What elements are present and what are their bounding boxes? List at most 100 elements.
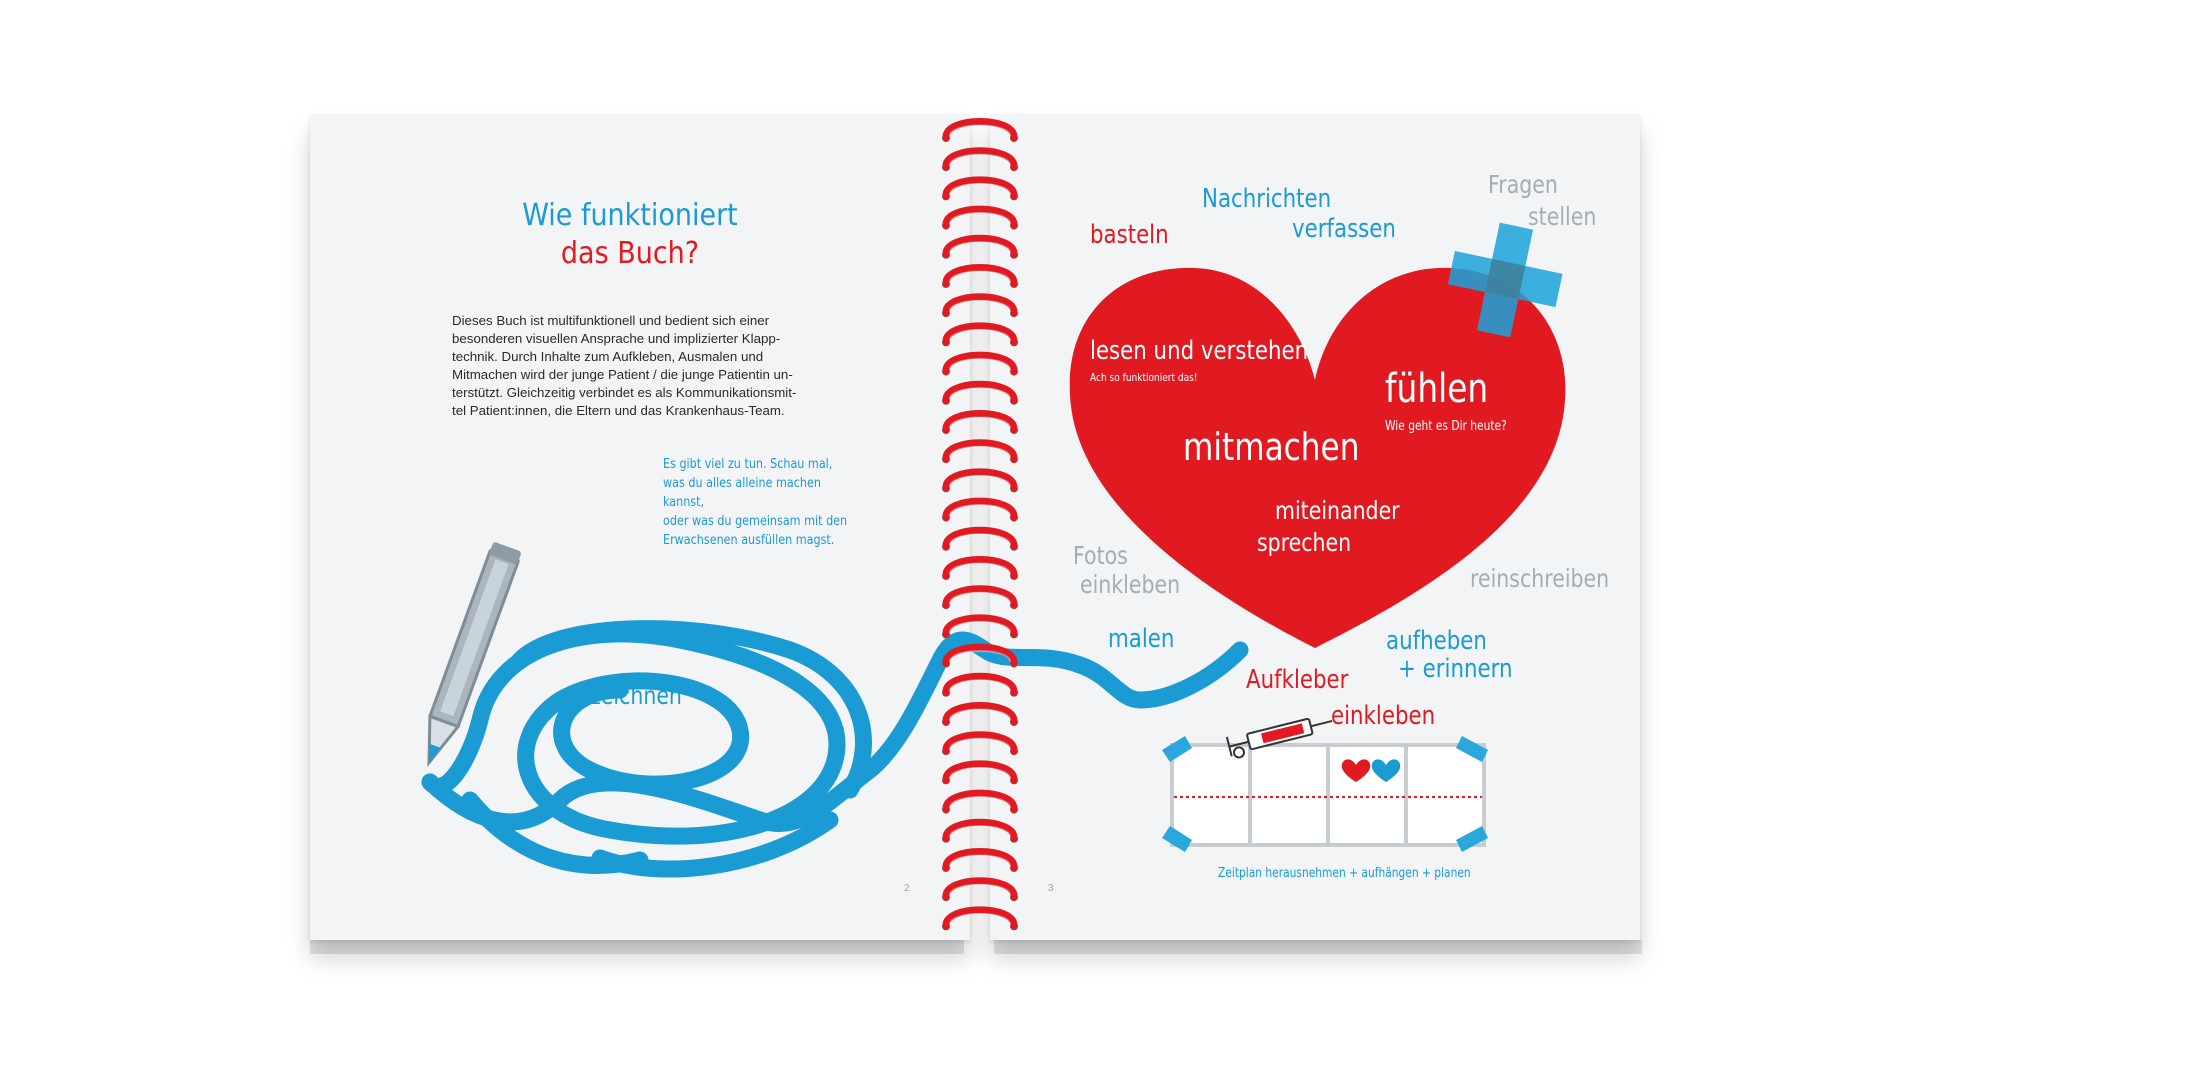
- timetable-illustration: [1162, 736, 1488, 852]
- spiral-ring-highlight: [949, 766, 1011, 779]
- spiral-ring: [942, 410, 1018, 434]
- spiral-ring: [942, 497, 1018, 522]
- spiral-ring: [942, 205, 1018, 230]
- page-title-line1: Wie funktioniert: [522, 198, 738, 233]
- intro-line: technik. Durch Inhalte zum Aufkleben, Au…: [452, 349, 764, 364]
- spiral-ring-highlight: [949, 796, 1011, 808]
- spiral-ring-highlight: [949, 912, 1011, 925]
- label-erinnern: + erinnern: [1398, 654, 1513, 684]
- spiral-ring-highlight: [949, 445, 1011, 458]
- spiral-ring: [942, 380, 1018, 405]
- spiral-ring-highlight: [949, 504, 1011, 516]
- spiral-ring: [942, 906, 1018, 930]
- intro-line: besonderen visuellen Ansprache und impli…: [452, 331, 781, 346]
- spiral-ring-highlight: [949, 212, 1011, 224]
- hint-line: Es gibt viel zu tun. Schau mal,: [663, 457, 833, 472]
- spiral-ring: [942, 643, 1018, 668]
- label-malen: malen: [1108, 624, 1175, 654]
- spiral-ring-highlight: [949, 299, 1011, 312]
- spiral-ring: [942, 439, 1018, 463]
- spiral-ring-highlight: [949, 825, 1011, 838]
- page-number-right: 3: [1048, 883, 1054, 894]
- spiral-ring-highlight: [949, 124, 1011, 137]
- spiral-ring-highlight: [949, 358, 1011, 370]
- label-nachrichten: Nachrichten: [1202, 184, 1332, 214]
- intro-line: terstützt. Gleichzeitig verbindet es als…: [452, 385, 797, 400]
- spiral-ring: [942, 264, 1018, 288]
- label-fragen: Fragen: [1488, 170, 1558, 199]
- left-page: [310, 114, 970, 940]
- spiral-ring: [942, 614, 1018, 638]
- spiral-ring: [942, 147, 1018, 171]
- spiral-ring: [942, 731, 1018, 755]
- spiral-ring-highlight: [949, 650, 1011, 662]
- page-title-line2: das Buch?: [560, 236, 700, 271]
- spiral-ring: [942, 118, 1018, 142]
- spiral-ring-highlight: [949, 328, 1011, 341]
- spiral-ring: [942, 468, 1018, 492]
- intro-paragraph: Dieses Buch ist multifunktionell und bed…: [452, 312, 804, 420]
- spiral-ring-highlight: [949, 416, 1011, 429]
- scribble-line: [421, 620, 1249, 878]
- spiral-ring: [942, 351, 1018, 376]
- hint-line: was du alles alleine machen kannst,: [663, 476, 821, 510]
- spiral-ring: [942, 672, 1018, 697]
- label-aufkleber: Aufkleber: [1246, 665, 1349, 695]
- syringe-icon: [1225, 717, 1333, 759]
- spiral-ring-highlight: [949, 153, 1011, 166]
- spiral-ring-highlight: [949, 620, 1011, 633]
- plaster-cross-icon: [1447, 222, 1563, 338]
- label-mitmachen: mitmachen: [1183, 425, 1360, 469]
- spiral-ring-highlight: [949, 679, 1011, 692]
- left-page-edge: [310, 940, 964, 954]
- label-zeitplan: Zeitplan herausnehmen + aufhängen + plan…: [1218, 866, 1471, 881]
- spiral-ring-highlight: [949, 591, 1011, 604]
- heart-icon: [1069, 267, 1566, 648]
- spiral-ring-highlight: [949, 708, 1011, 721]
- spiral-ring-highlight: [949, 533, 1011, 546]
- label-sprechen: sprechen: [1257, 528, 1352, 557]
- spiral-ring: [942, 293, 1018, 317]
- label-einkleben: einkleben: [1331, 701, 1436, 731]
- label-fuehlen: fühlen: [1385, 366, 1489, 412]
- intro-line: Dieses Buch ist multifunktionell und bed…: [452, 313, 770, 328]
- label-fotos: Fotos: [1073, 541, 1128, 570]
- spiral-ring-highlight: [949, 737, 1011, 750]
- spiral-ring-highlight: [949, 854, 1011, 867]
- spiral-ring-highlight: [949, 241, 1011, 254]
- spiral-ring-highlight: [949, 270, 1011, 283]
- spiral-ring: [942, 322, 1018, 346]
- spiral-ring-highlight: [949, 387, 1011, 400]
- spiral-ring-highlight: [949, 474, 1011, 487]
- spiral-ring: [942, 818, 1018, 843]
- intro-line: tel Patient:innen, die Eltern und das Kr…: [452, 403, 785, 418]
- spiral-ring: [942, 702, 1018, 726]
- intro-line: Mitmachen wird der junge Patient / die j…: [452, 367, 793, 382]
- spiral-ring-highlight: [949, 562, 1011, 575]
- label-miteinander: miteinander: [1275, 496, 1400, 525]
- hint-paragraph: Es gibt viel zu tun. Schau mal, was du a…: [663, 455, 861, 550]
- page-number-left: 2: [904, 883, 910, 894]
- label-basteln: basteln: [1090, 220, 1169, 250]
- spiral-ring: [942, 789, 1018, 814]
- spiral-ring: [942, 556, 1018, 580]
- spiral-ring: [942, 585, 1018, 609]
- label-aufheben: aufheben: [1386, 626, 1487, 656]
- spiral-ring-highlight: [949, 883, 1011, 896]
- hint-line: Erwachsenen ausfüllen magst.: [663, 533, 835, 548]
- pencil-icon: [427, 542, 521, 768]
- spiral-ring: [942, 760, 1018, 784]
- label-fuehlen-sub: Wie geht es Dir heute?: [1385, 419, 1507, 434]
- right-page-edge: [994, 940, 1642, 954]
- spiral-ring: [942, 234, 1018, 259]
- label-stellen: stellen: [1528, 202, 1597, 231]
- label-verfassen: verfassen: [1292, 214, 1396, 244]
- label-lesen: lesen und verstehen: [1090, 336, 1309, 366]
- label-lesen-sub: Ach so funktioniert das!: [1090, 371, 1198, 384]
- label-einkleben-fotos: einkleben: [1080, 570, 1181, 599]
- spiral-ring: [942, 176, 1018, 200]
- label-reinschreiben: reinschreiben: [1470, 564, 1610, 593]
- spiral-ring: [942, 848, 1018, 872]
